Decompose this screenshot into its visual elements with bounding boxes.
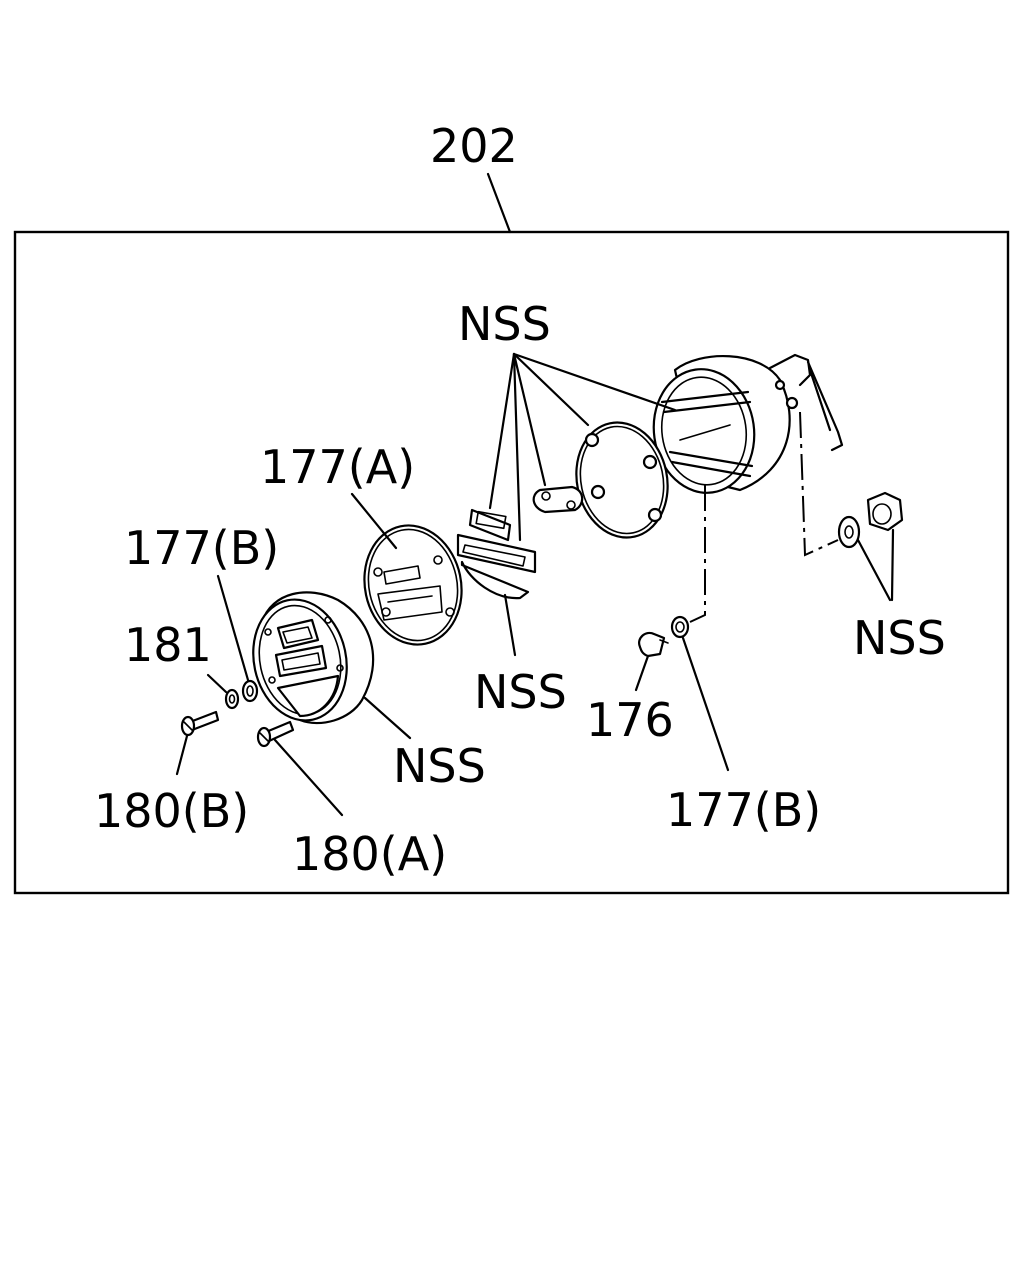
nss-right-leader-1 — [856, 538, 892, 602]
bulb-176-leader — [634, 654, 650, 692]
lens-body — [252, 591, 375, 725]
screw-180b-label: 180(B) — [94, 784, 249, 838]
nss-lens-body-label: NSS — [393, 739, 486, 793]
socket-177b-right — [670, 615, 690, 639]
washer-177b-left-leader — [216, 574, 250, 682]
washer-177b-left-label: 177(B) — [124, 521, 279, 575]
screw-180b-leader — [175, 734, 189, 776]
nss-lens-body-leader — [363, 696, 412, 740]
assembly-callout-leader — [486, 172, 512, 234]
nss-reflector-label: NSS — [474, 665, 567, 719]
socket-177b-right-label: 177(B) — [666, 783, 821, 837]
nss-top-label: NSS — [458, 297, 551, 351]
assembly-callout-label: 202 — [430, 119, 518, 173]
bulb-centerline — [689, 485, 706, 623]
lens-177a-leader — [350, 492, 398, 550]
screw-180b — [180, 710, 220, 737]
lamp-housing — [652, 353, 844, 494]
nss-reflector-leader — [503, 593, 517, 657]
bulb-176-label: 176 — [586, 693, 674, 747]
stud-centerline — [799, 411, 839, 557]
lens-177a-label: 177(A) — [260, 440, 415, 494]
socket-177b-right-leader — [681, 636, 730, 772]
ring-181 — [224, 688, 240, 710]
bulb-176 — [638, 631, 669, 658]
screw-180a-leader — [273, 738, 344, 817]
screw-180a — [256, 720, 295, 748]
nss-right-nut-label: NSS — [853, 611, 946, 665]
nss-right-leader-2 — [890, 528, 895, 602]
nss-top-leaders — [488, 352, 677, 542]
screw-180a-label: 180(A) — [292, 827, 447, 881]
gasket-ring — [575, 421, 669, 539]
lens-plate — [363, 524, 463, 646]
reflector — [456, 508, 537, 600]
washer-and-nut — [837, 491, 904, 549]
assembly-frame — [13, 230, 1010, 895]
washer-177b-left — [241, 679, 259, 703]
ring-181-label: 181 — [124, 618, 212, 672]
ring-181-leader — [206, 673, 228, 694]
small-plate — [532, 485, 584, 514]
